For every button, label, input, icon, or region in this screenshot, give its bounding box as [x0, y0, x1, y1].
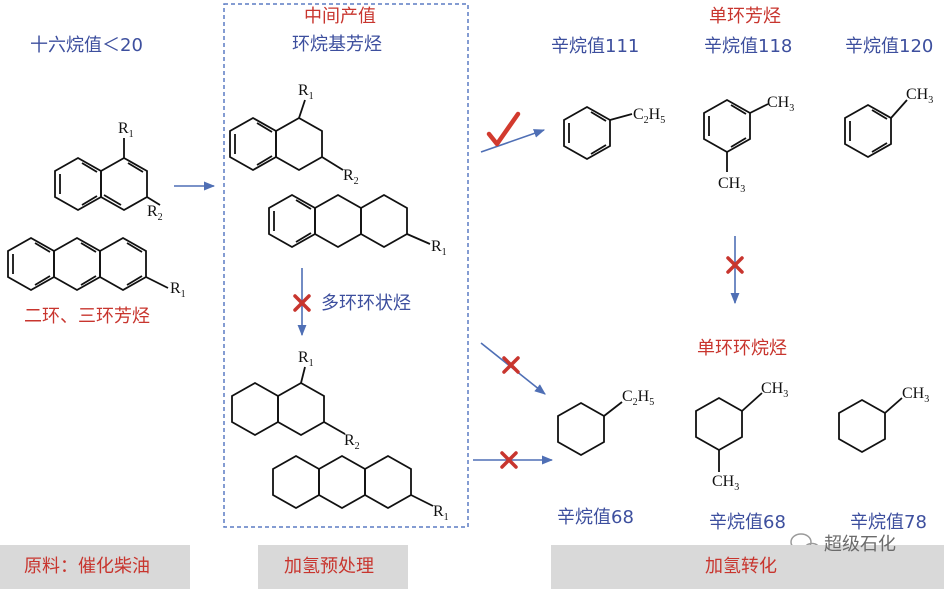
r1-label: R1 — [431, 238, 447, 259]
feed-structures-label: 二环、三环芳烃 — [24, 306, 150, 327]
intermediate-title: 中间产值 — [304, 6, 376, 27]
r2-label: R2 — [344, 432, 360, 453]
methyl-label: CH3 — [906, 86, 934, 107]
methylcyclohexane-structure — [838, 397, 903, 454]
octane-dimethylcyclohexane: 辛烷值68 — [709, 512, 786, 533]
tetralin-structure — [229, 99, 344, 172]
r2-label: R2 — [343, 167, 359, 188]
stage-band-pretreat — [258, 545, 408, 589]
arrow-to-aromatics — [480, 129, 546, 153]
polycyclic-label: 多环环状烃 — [321, 293, 411, 314]
octane-toluene: 辛烷值120 — [845, 36, 934, 57]
perhydroanthracene-structure — [272, 454, 434, 510]
cycloalkane-title: 单环环烷烃 — [697, 338, 787, 359]
ethyl-label: C2H5 — [622, 388, 655, 409]
methyl-label: CH3 — [761, 380, 789, 401]
anthracene-structure — [7, 236, 169, 292]
ethylbenzene-structure — [563, 105, 633, 161]
octane-ethylcyclohexane: 辛烷值68 — [557, 507, 634, 528]
r1-label: R1 — [170, 280, 186, 301]
xylene-structure — [703, 98, 769, 172]
aromatics-title: 单环芳烃 — [709, 6, 781, 27]
intermediate-subtitle: 环烷基芳烃 — [292, 34, 382, 55]
stage-band-conversion — [551, 545, 944, 589]
r1-label: R1 — [118, 120, 134, 141]
methyl-label: CH3 — [902, 385, 930, 406]
cross-icon — [500, 451, 518, 469]
methyl-label: CH3 — [767, 94, 795, 115]
cross-icon — [726, 256, 744, 274]
decalin-structure — [231, 366, 346, 437]
methyl-label: CH3 — [712, 473, 740, 494]
stage-feed-label: 原料：催化柴油 — [24, 556, 150, 577]
stage-pretreat-label: 加氢预处理 — [284, 556, 374, 577]
ethylcyclohexane-structure — [557, 401, 623, 457]
cetane-label: 十六烷值＜20 — [30, 35, 143, 56]
cross-icon — [293, 294, 311, 312]
r2-label: R2 — [147, 203, 163, 224]
stage-conversion-label: 加氢转化 — [705, 556, 777, 577]
toluene-structure — [844, 99, 908, 159]
dimethylcyclohexane-structure — [695, 392, 763, 472]
check-icon — [486, 111, 521, 147]
watermark-label: 超级石化 — [824, 534, 896, 555]
r1-label: R1 — [433, 503, 449, 524]
ethyl-label: C2H5 — [633, 106, 666, 127]
hydroanthracene-structure — [268, 193, 431, 249]
pretreatment-box — [223, 3, 469, 528]
cross-icon — [502, 356, 520, 374]
octane-methylcyclohexane: 辛烷值78 — [850, 512, 927, 533]
r1-label: R1 — [298, 82, 314, 103]
naphthalene-structure — [54, 138, 161, 212]
r1-label: R1 — [298, 349, 314, 370]
stage-band-feed — [0, 545, 190, 589]
octane-xylene: 辛烷值118 — [704, 36, 793, 57]
methyl-label: CH3 — [718, 175, 746, 196]
octane-ethylbenzene: 辛烷值111 — [551, 36, 640, 57]
